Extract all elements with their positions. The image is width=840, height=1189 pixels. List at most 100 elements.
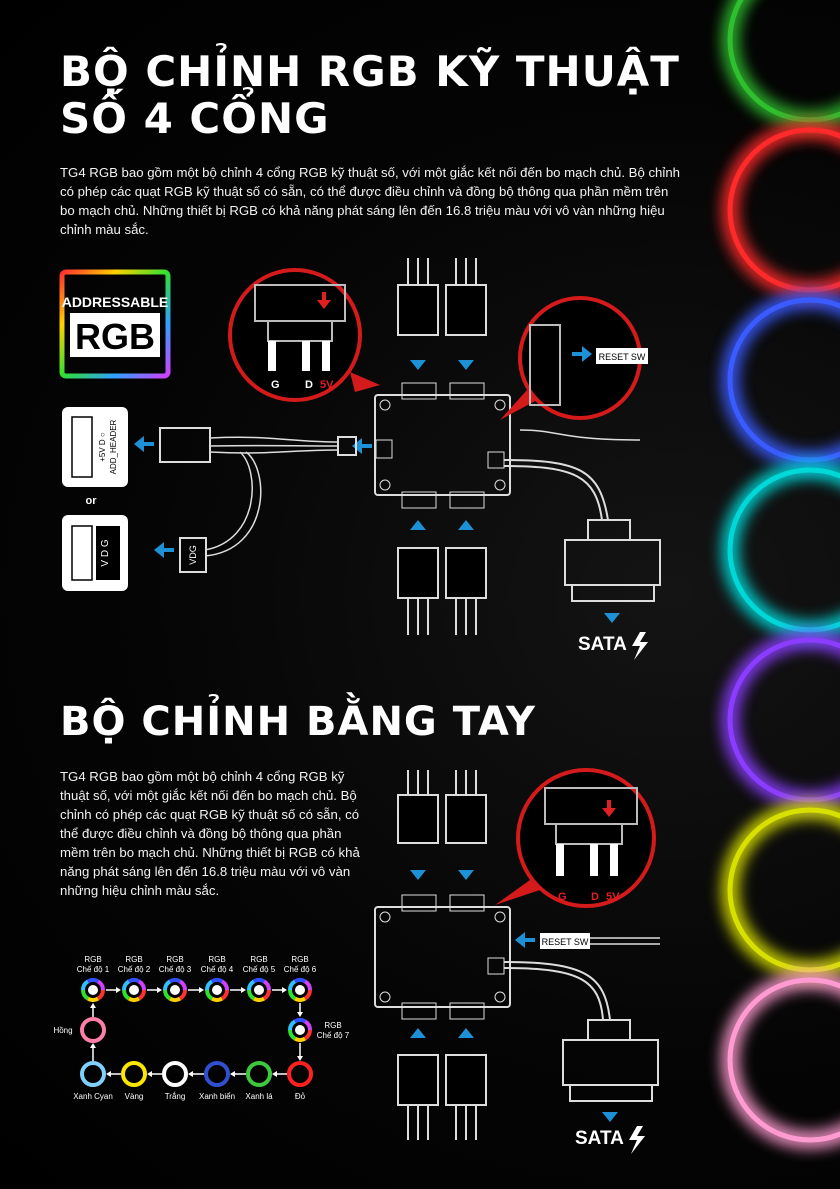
cycle-arrowhead [282,987,287,993]
mode-label-title: RGB [208,955,225,964]
lightning-icon [629,1126,645,1154]
or-label: or [86,495,98,507]
cycle-arrowhead [157,987,162,993]
color-ring [246,1061,272,1087]
mode-ring [205,978,229,1002]
manual-sata-label: SATA [575,1128,624,1149]
mode-label-title: RGB [166,955,183,964]
rgb-ring [721,291,840,469]
arrow-down-icon [410,350,426,370]
cycle-arrowhead [241,987,246,993]
pin-g: G [271,379,280,391]
color-ring [204,1061,230,1087]
arrow-left-icon [134,436,154,452]
fan-connector-top-1 [397,258,439,370]
arrow-down-icon [602,800,616,817]
manual-pin-d: D [591,891,599,903]
arrow-down-icon [604,605,620,623]
sata-label: SATA [578,634,627,655]
manual-fan-connector-top-1 [397,770,439,880]
mode-7-label-title: RGB [324,1021,341,1030]
pin-5v: 5V [320,379,334,391]
color-ring [162,1061,188,1087]
color-ring [80,1061,106,1087]
cycle-arrowhead [188,1071,193,1077]
add-header-box: +5V D ○ ADD_HEADER [62,407,128,487]
manual-reset-label: RESET SW [542,937,589,947]
color-label: Vàng [125,1092,144,1101]
pink-ring [80,1017,106,1043]
arrow-down-icon [458,860,474,880]
mode-label-title: RGB [291,955,308,964]
arrow-left-icon [515,932,535,948]
arrow-up-icon [410,520,426,540]
reset-label: RESET SW [599,352,646,362]
cycle-arrowhead [199,987,204,993]
color-ring [287,1061,313,1087]
rgb-ring [721,801,840,979]
cycle-arrowhead [147,1071,152,1077]
mode-label-title: RGB [125,955,142,964]
section1-paragraph: TG4 RGB bao gồm một bộ chỉnh 4 cổng RGB … [60,165,680,237]
arrow-down-icon [458,350,474,370]
arrow-up-icon [458,520,474,540]
mode-ring [163,978,187,1002]
mode-7-label-name: Chế độ 7 [317,1031,350,1040]
mode-label-name: Chế độ 6 [284,965,317,974]
rgb-ring [721,971,840,1149]
addressable-rgb-badge: ADDRESSABLE RGB [59,269,171,379]
manual-sata-connector: SATA [503,961,659,1154]
color-label: Xanh biển [199,1092,235,1101]
badge-top-text: ADDRESSABLE [62,294,169,310]
mode-ring [247,978,271,1002]
section2-title: BỘ CHỈNH BẰNG TAY [60,699,536,745]
mode-label-name: Chế độ 5 [243,965,276,974]
mode-ring [122,978,146,1002]
mode-label-name: Chế độ 2 [118,965,151,974]
arrow-right-icon [572,346,592,362]
badge-bottom-text: RGB [75,316,155,357]
vdg-cable-label: VDG [188,545,198,565]
mode-label-name: Chế độ 1 [77,965,110,974]
rgb-ring [721,461,840,639]
cycle-arrowhead [90,1043,96,1048]
manual-fan-connector-top-2 [445,770,487,880]
fan-connector-bottom-2 [445,520,487,635]
mode-label-name: Chế độ 3 [159,965,192,974]
cycle-arrowhead [297,1012,303,1017]
sata-connector: SATA [503,459,661,660]
color-label: Xanh lá [245,1092,273,1101]
manual-fan-connector-bottom-1 [397,1028,439,1140]
cycle-arrowhead [90,1003,96,1008]
motherboard-cable: VDG [134,427,372,573]
mode-label-name: Chế độ 4 [201,965,234,974]
pin-d: D [305,379,313,391]
add-header-pins: +5V D ○ [98,432,107,462]
mode-label-title: RGB [84,955,101,964]
cycle-arrowhead [106,1071,111,1077]
reset-switch-callout: RESET SW [500,296,648,441]
rgb-ring [721,0,840,129]
arrow-down-icon [410,860,426,880]
arrow-left-icon [154,542,174,558]
mode-label-title: RGB [250,955,267,964]
manual-header-callout: G D 5V [495,768,656,908]
manual-reset-switch: RESET SW [515,932,660,949]
pink-label: Hồng [53,1026,72,1035]
rgb-ring-strip [721,0,840,1149]
add-header-label: ADD_HEADER [109,419,118,474]
rgb-ring [721,121,840,299]
color-ring [121,1061,147,1087]
cycle-arrowhead [230,1071,235,1077]
manual-rgb-hub-board [374,894,511,1020]
manual-pin-g: G [558,891,567,903]
mode-ring [288,978,312,1002]
cycle-arrowhead [116,987,121,993]
vdg-pins: V D G [100,539,111,566]
fan-connector-top-2 [445,258,487,370]
section1-title: BỘ CHỈNH RGB KỸ THUẬT SỐ 4 CỔNG [60,47,680,144]
